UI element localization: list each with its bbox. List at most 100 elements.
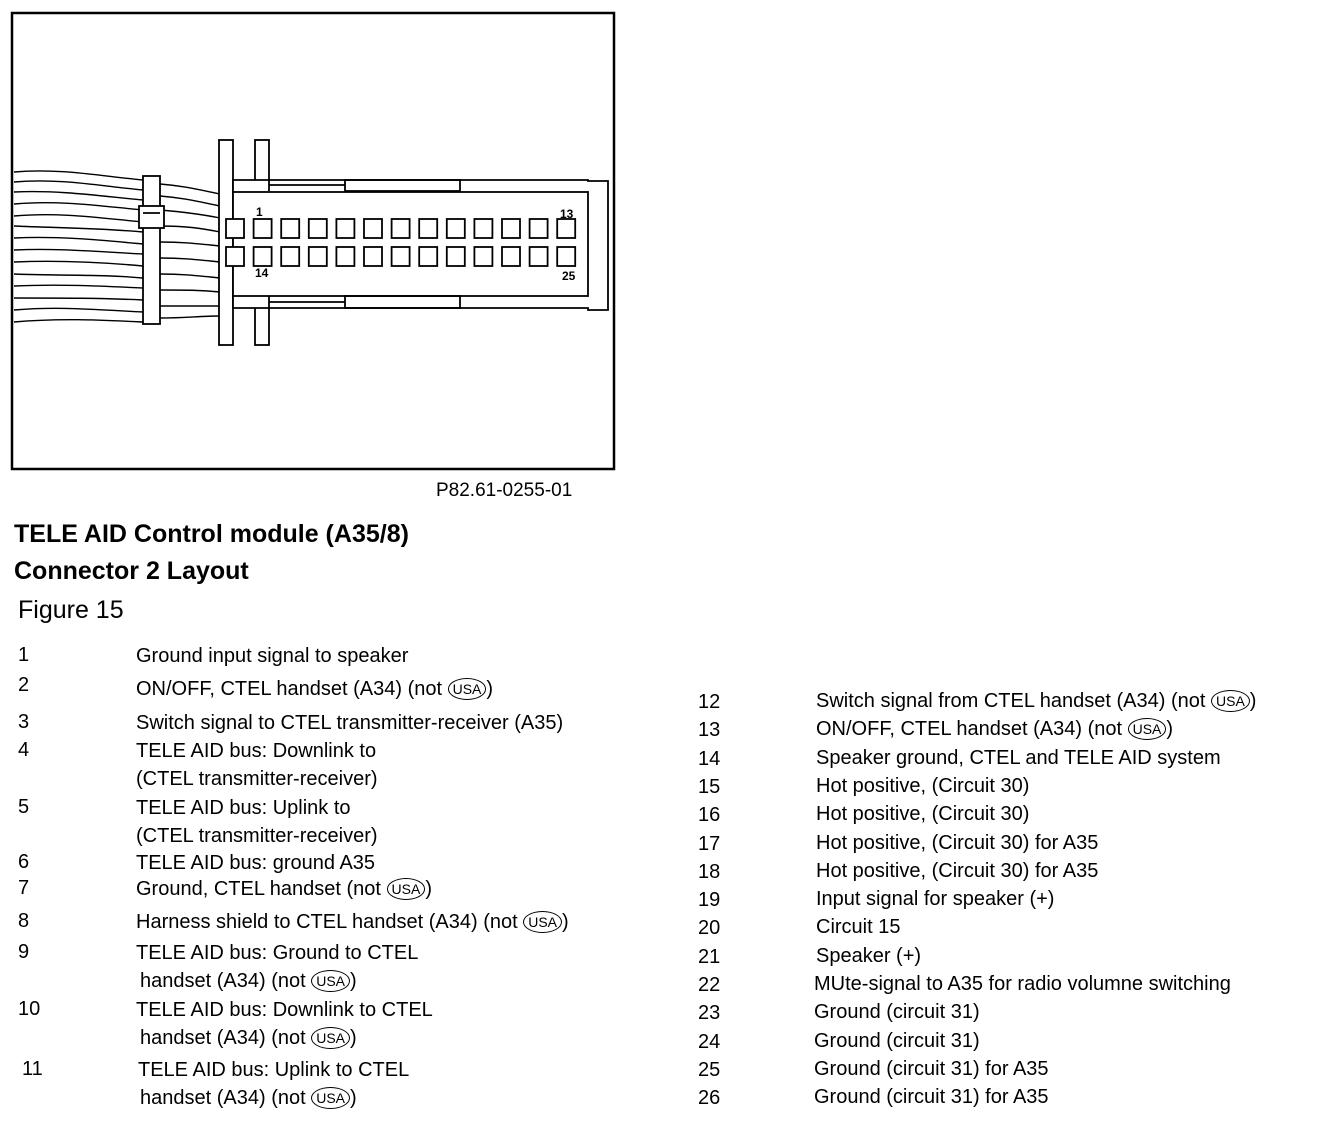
pin-description: Ground (circuit 31) for A35: [814, 1085, 1049, 1109]
pin-description: Circuit 15: [816, 915, 900, 939]
pin-cell: [252, 246, 273, 267]
usa-badge: USA: [311, 970, 351, 992]
pin-description-text: Input signal for speaker (+): [816, 888, 1055, 910]
pin-cell: [501, 246, 521, 267]
pin-description: Ground input signal to speaker: [136, 644, 408, 668]
pin-description-text: Ground input signal to speaker: [136, 645, 409, 667]
pin-description: (CTEL transmitter-receiver): [136, 767, 378, 791]
pin-cell: [445, 218, 466, 239]
pin-description-text: (CTEL transmitter-receiver): [136, 825, 378, 847]
pin-number: 18: [698, 861, 721, 883]
wire-bundle: [13, 170, 221, 323]
usa-badge: USA: [1211, 690, 1250, 712]
pin-description-text: MUte-signal to A35 for radio volumne swi…: [814, 973, 1231, 995]
pin-description: handset (A34) (not USA): [140, 1087, 357, 1109]
pin-cell: [363, 246, 383, 267]
pin-description: TELE AID bus: Ground to CTEL: [136, 941, 418, 965]
pin-description: TELE AID bus: Uplink to: [136, 796, 351, 820]
pin-description-text: Switch signal to CTEL transmitter-receiv…: [136, 712, 564, 734]
pin-number: 4: [18, 739, 30, 761]
pin-description-text: (CTEL transmitter-receiver): [136, 768, 378, 790]
pin-description: handset (A34) (not USA): [140, 970, 357, 992]
pin-number: 6: [18, 851, 30, 873]
pin-number: 11: [22, 1058, 43, 1080]
pin-cell: [556, 218, 577, 239]
pin-number: 3: [18, 711, 30, 733]
pin-label-1: 1: [256, 205, 263, 219]
pin-cell: [225, 246, 245, 267]
pin-description-text: Hot positive, (Circuit 30) for A35: [816, 832, 1099, 854]
pin-description-text: handset (A34) (not: [140, 1027, 306, 1049]
page-title: TELE AID Control module (A35/8): [14, 520, 409, 548]
usa-badge: USA: [523, 911, 563, 933]
pin-cell: [418, 246, 439, 267]
pin-description-text: Ground (circuit 31): [814, 1001, 980, 1023]
pin-number: 21: [698, 946, 721, 968]
pin-cell: [390, 218, 411, 239]
pin-number: 5: [18, 796, 30, 818]
pin-number: 2: [18, 674, 30, 696]
pin-number: 15: [698, 776, 721, 798]
usa-badge: USA: [1127, 718, 1167, 740]
usa-badge: USA: [447, 678, 487, 700]
pin-cell: [363, 218, 383, 239]
pin-description: Harness shield to CTEL handset (A34) (no…: [136, 911, 569, 933]
pin-cell: [390, 246, 411, 267]
pin-label-25: 25: [562, 269, 576, 283]
pin-number: 20: [698, 917, 721, 939]
pin-number: 17: [698, 833, 721, 855]
diagram-frame: [10, 11, 616, 471]
pin-description: TELE AID bus: Downlink to CTEL: [136, 998, 433, 1022]
pin-cell: [528, 246, 549, 267]
pin-cell: [501, 218, 521, 239]
pin-description: Switch signal from CTEL handset (A34) (n…: [816, 690, 1257, 712]
pin-description-text: Hot positive, (Circuit 30): [816, 803, 1030, 825]
pin-description-text: TELE AID bus: Downlink to CTEL: [136, 999, 433, 1021]
pin-cell: [335, 218, 356, 239]
pin-number: 22: [698, 974, 721, 996]
usa-badge: USA: [311, 1027, 351, 1049]
pin-description: Hot positive, (Circuit 30) for A35: [816, 831, 1098, 855]
pin-number: 10: [18, 998, 41, 1020]
pin-cell: [280, 246, 301, 267]
pin-description-text: TELE AID bus: Ground to CTEL: [136, 942, 419, 964]
pin-description: Input signal for speaker (+): [816, 887, 1054, 911]
pin-description: MUte-signal to A35 for radio volumne swi…: [814, 972, 1231, 996]
pin-cell: [307, 246, 328, 267]
pin-label-13: 13: [560, 207, 574, 221]
pin-description-text: Speaker ground, CTEL and TELE AID system: [816, 747, 1221, 769]
pin-description-text: Speaker (+): [816, 945, 922, 967]
pin-cell: [307, 218, 328, 239]
pin-description: Ground (circuit 31) for A35: [814, 1057, 1049, 1081]
pin-number: 12: [698, 691, 721, 713]
pin-number: 7: [18, 877, 30, 899]
pin-number: 14: [698, 748, 721, 770]
figure-label: Figure 15: [18, 596, 124, 624]
pin-cell: [252, 218, 273, 239]
pin-description: ON/OFF, CTEL handset (A34) (not USA): [136, 678, 494, 700]
pin-cell: [225, 218, 245, 239]
pin-description-text: Ground (circuit 31) for A35: [814, 1086, 1049, 1108]
pin-cell: [280, 218, 301, 239]
pin-description-text: Switch signal from CTEL handset (A34) (n…: [816, 690, 1206, 712]
usa-badge: USA: [386, 878, 426, 900]
pin-cell: [418, 218, 439, 239]
figure-code: P82.61-0255-01: [436, 480, 573, 501]
connector-housing: [218, 139, 609, 346]
pin-cell: [445, 246, 466, 267]
pin-description-text: Hot positive, (Circuit 30) for A35: [816, 860, 1099, 882]
pin-label-14: 14: [255, 266, 269, 280]
pin-description-text: handset (A34) (not: [140, 1087, 306, 1109]
pin-description-text: handset (A34) (not: [140, 970, 306, 992]
pin-number: 23: [698, 1002, 721, 1024]
pin-number: 1: [18, 644, 30, 666]
connector-diagram: 1 13 14 25: [10, 11, 616, 471]
pin-grid: [225, 218, 577, 267]
pin-description: Speaker (+): [816, 944, 921, 968]
pin-description-text: Ground (circuit 31) for A35: [814, 1058, 1049, 1080]
pin-description: Ground (circuit 31): [814, 1000, 980, 1024]
pin-description-text: Ground (circuit 31): [814, 1030, 980, 1052]
page-subtitle: Connector 2 Layout: [14, 557, 249, 585]
pin-description-text: ON/OFF, CTEL handset (A34) (not: [136, 678, 443, 700]
pin-cell: [473, 218, 494, 239]
